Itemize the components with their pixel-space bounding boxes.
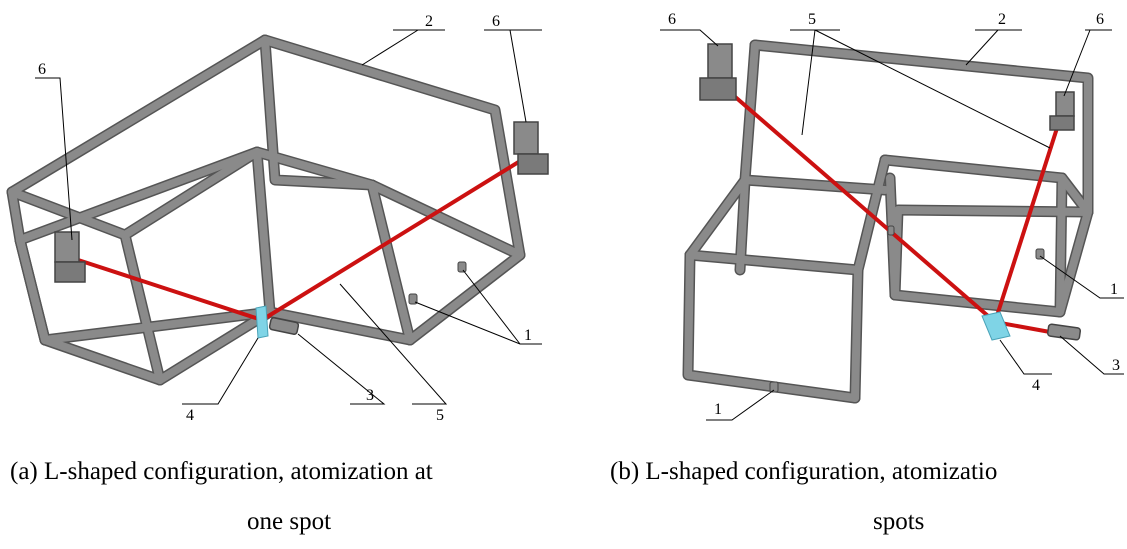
sensor-a-left <box>54 231 86 283</box>
probe-a-1 <box>408 293 418 305</box>
label-b-2: 2 <box>998 11 1006 28</box>
frame-a <box>6 34 526 386</box>
emitter-b <box>1046 323 1082 341</box>
label-b-3: 3 <box>1112 357 1120 374</box>
sensor-a-right <box>513 121 549 175</box>
label-a-1: 1 <box>524 327 532 344</box>
probe-b-1 <box>1035 248 1045 260</box>
labels-a: 6 2 6 4 3 5 1 <box>38 13 532 424</box>
label-b-6-left: 6 <box>668 11 676 28</box>
leaders-a <box>35 29 542 405</box>
label-a-6-left: 6 <box>38 61 46 78</box>
labels-b: 6 5 2 6 1 4 3 1 <box>668 11 1120 418</box>
label-b-5: 5 <box>808 11 816 28</box>
diagram-b: 6 5 2 6 1 4 3 1 <box>660 11 1124 421</box>
label-a-2: 2 <box>425 13 433 30</box>
diagram-a: 6 2 6 4 3 5 1 <box>6 13 549 424</box>
emitter-a <box>268 317 300 335</box>
label-a-5: 5 <box>436 407 444 424</box>
caption-a-line1: (a) L-shaped configuration, atomization … <box>10 458 433 485</box>
label-a-3: 3 <box>366 387 374 404</box>
label-a-4: 4 <box>186 407 194 424</box>
label-b-4: 4 <box>1032 377 1040 394</box>
sensor-b-left <box>699 43 737 101</box>
mirror-a <box>255 305 269 339</box>
label-b-1-right: 1 <box>1110 281 1118 298</box>
mirror-b <box>981 311 1011 341</box>
laser-beam-a <box>71 156 527 322</box>
frame-b <box>682 39 1094 404</box>
label-b-1-left: 1 <box>714 401 722 418</box>
caption-b-line1: (b) L-shaped configuration, atomizatio <box>610 458 998 485</box>
probe-a-2 <box>457 261 467 273</box>
caption-a-line2: one spot <box>247 508 332 535</box>
label-a-6-right: 6 <box>492 13 500 30</box>
sensor-b-right <box>1049 91 1075 131</box>
leaders-b <box>660 29 1124 421</box>
label-b-6-right: 6 <box>1096 11 1104 28</box>
probe-b-3 <box>887 225 895 236</box>
caption-b-line2: spots <box>873 508 925 535</box>
probe-b-2 <box>769 381 779 393</box>
